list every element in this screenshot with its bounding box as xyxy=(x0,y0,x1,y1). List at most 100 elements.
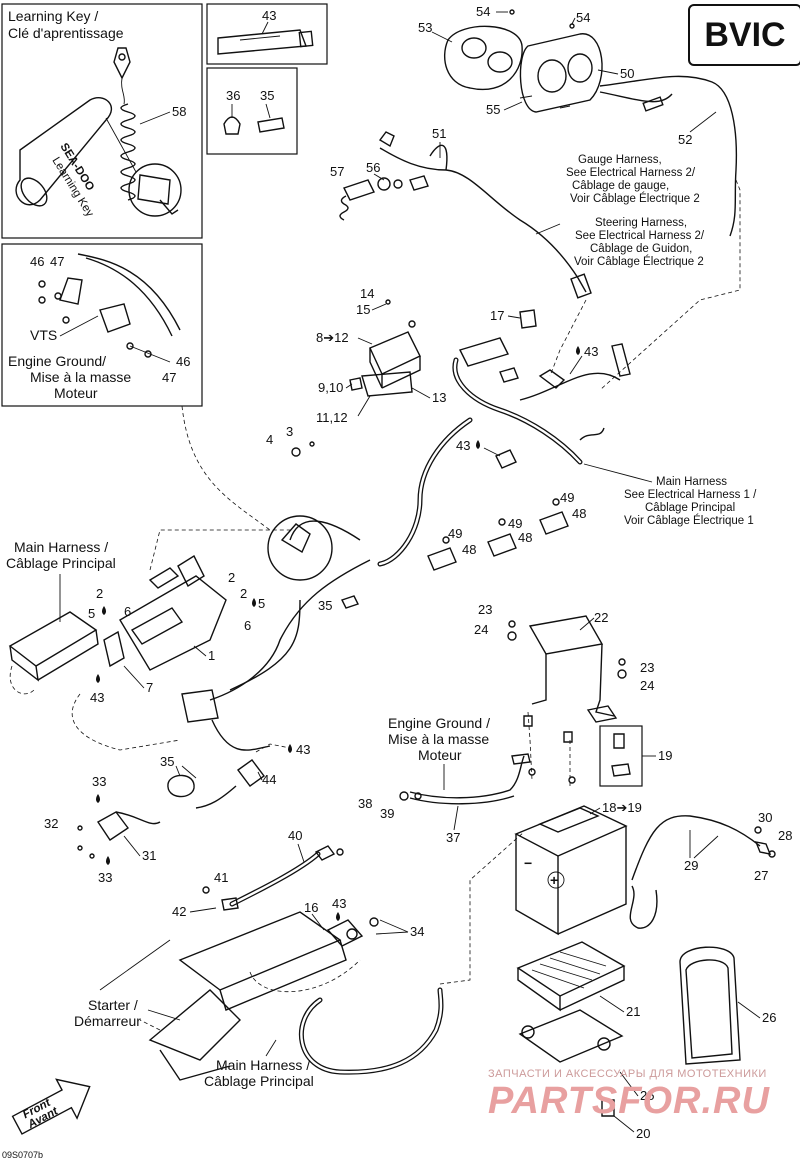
main-harness-note-2: See Electrical Harness 1 / xyxy=(624,489,757,501)
callout-18-to-19: 18➔19 xyxy=(602,800,642,815)
callout-29: 29 xyxy=(684,858,698,873)
callout-34: 34 xyxy=(410,924,424,939)
sealant-drop-icon xyxy=(288,744,292,753)
sealant-tube-inset: 43 xyxy=(206,3,328,65)
engine-ground-caption-fr1: Mise à la masse xyxy=(30,369,131,385)
main-harness-note: Main Harness xyxy=(656,476,727,488)
callout-3: 3 xyxy=(286,424,293,439)
callout-7: 7 xyxy=(146,680,153,695)
callout-32: 32 xyxy=(44,816,58,831)
callout-52: 52 xyxy=(678,132,692,147)
callout-11-12: 11,12 xyxy=(316,410,348,425)
main-harness-bottom-caption-fr: Câblage Principal xyxy=(204,1073,314,1089)
callout-24-left: 24 xyxy=(474,622,488,637)
fasteners-inset: 36 35 xyxy=(206,67,298,155)
callout-51: 51 xyxy=(432,126,446,141)
ground-cable-37 xyxy=(399,753,531,805)
steering-harness-note-2: See Electrical Harness 2/ xyxy=(575,230,705,242)
callout-2-right-lower: 2 xyxy=(240,586,247,601)
engine-ground-caption-fr2: Moteur xyxy=(54,385,98,401)
watermark: ЗАПЧАСТИ И АКСЕССУАРЫ ДЛЯ МОТОТЕХНИКИ PA… xyxy=(488,1068,800,1128)
battery-base-25 xyxy=(518,1009,624,1117)
callout-46-lower: 46 xyxy=(176,354,190,369)
main-harness-left-caption-fr: Câblage Principal xyxy=(6,555,116,571)
gauge-harness-note-3: Câblage de gauge, xyxy=(572,180,669,192)
callout-48-a: 48 xyxy=(462,542,476,557)
callout-57: 57 xyxy=(330,164,344,179)
callout-31: 31 xyxy=(142,848,156,863)
callout-49-b: 49 xyxy=(508,516,522,531)
steering-harness xyxy=(378,131,592,299)
engine-ground-caption: Engine Ground/ xyxy=(8,353,106,369)
battery-cable-29 xyxy=(631,815,761,881)
callout-50: 50 xyxy=(620,66,634,81)
callout-20: 20 xyxy=(636,1126,650,1141)
sealant-drop-icon xyxy=(96,674,100,683)
gauge-harness xyxy=(599,75,738,237)
callout-24-right: 24 xyxy=(640,678,654,693)
electrical-bracket xyxy=(103,529,290,671)
callout-27: 27 xyxy=(754,868,768,883)
watermark-tagline: ЗАПЧАСТИ И АКСЕССУАРЫ ДЛЯ МОТОТЕХНИКИ xyxy=(488,1068,767,1080)
battery-negative-icon: − xyxy=(524,855,532,871)
sealant-drop-icon xyxy=(106,856,110,865)
callout-46-upper: 46 xyxy=(30,254,44,269)
sealant-drop-icon xyxy=(336,912,340,921)
battery-bracket xyxy=(507,615,627,723)
callout-17: 17 xyxy=(490,308,504,323)
callout-22: 22 xyxy=(594,610,608,625)
callout-48-b: 48 xyxy=(518,530,532,545)
callout-43-left: 43 xyxy=(90,690,104,705)
gauge-harness-note-2: See Electrical Harness 2/ xyxy=(566,167,696,179)
callout-23-right: 23 xyxy=(640,660,654,675)
watermark-brand: PARTSFOR.RU xyxy=(488,1080,770,1122)
callout-9-10: 9,10 xyxy=(318,380,343,395)
gauge-harness-note-4: Voir Câblage Électrique 2 xyxy=(570,192,700,205)
callout-14: 14 xyxy=(360,286,374,301)
callout-42: 42 xyxy=(172,904,186,919)
callout-48-c: 48 xyxy=(572,506,586,521)
callout-5-right: 5 xyxy=(258,596,265,611)
callout-35-mid: 35 xyxy=(318,598,332,613)
gauge-harness-note: Gauge Harness, xyxy=(578,154,662,166)
callout-58: 58 xyxy=(172,104,186,119)
switch-31 xyxy=(77,811,161,859)
vts-caption: VTS xyxy=(30,327,57,343)
callout-40: 40 xyxy=(288,828,302,843)
callout-36: 36 xyxy=(226,88,240,103)
main-harness-note-4: Voir Câblage Électrique 1 xyxy=(624,514,754,527)
callout-38: 38 xyxy=(358,796,372,811)
callout-41: 41 xyxy=(214,870,228,885)
starter-cable-40 xyxy=(221,845,344,911)
callout-33-lower: 33 xyxy=(98,870,112,885)
terminal-kit-19 xyxy=(599,725,643,787)
electronic-module xyxy=(349,299,421,397)
learning-key-caption: Learning Key / xyxy=(8,8,98,24)
callout-19: 19 xyxy=(658,748,672,763)
callout-26: 26 xyxy=(762,1010,776,1025)
callout-54-right: 54 xyxy=(576,10,590,25)
callout-35-lower: 35 xyxy=(160,754,174,769)
callout-43-sensor: 43 xyxy=(296,742,310,757)
callout-47-lower: 47 xyxy=(162,370,176,385)
battery-cover-26 xyxy=(679,946,741,1065)
callout-47-upper: 47 xyxy=(50,254,64,269)
learning-key-inset: Learning Key / Clé d'aprentissage SEA-DO… xyxy=(1,3,203,239)
model-badge-text: BVIC xyxy=(704,15,786,54)
callout-43-center: 43 xyxy=(456,438,470,453)
callout-39: 39 xyxy=(380,806,394,821)
callout-35-inset: 35 xyxy=(260,88,274,103)
callout-30: 30 xyxy=(758,810,772,825)
steering-harness-note-4: Voir Câblage Électrique 2 xyxy=(574,255,704,268)
detail-magnifier xyxy=(267,515,333,581)
callout-55: 55 xyxy=(486,102,500,117)
sealant-drop-icon xyxy=(96,794,100,803)
ecm-connector xyxy=(8,611,99,695)
callout-21: 21 xyxy=(626,1004,640,1019)
callout-49-a: 49 xyxy=(448,526,462,541)
callout-1: 1 xyxy=(208,648,215,663)
front-arrow-icon: Front Avant xyxy=(11,1078,91,1135)
sealant-drop-icon xyxy=(476,440,480,449)
starter-caption: Starter / xyxy=(88,997,138,1013)
